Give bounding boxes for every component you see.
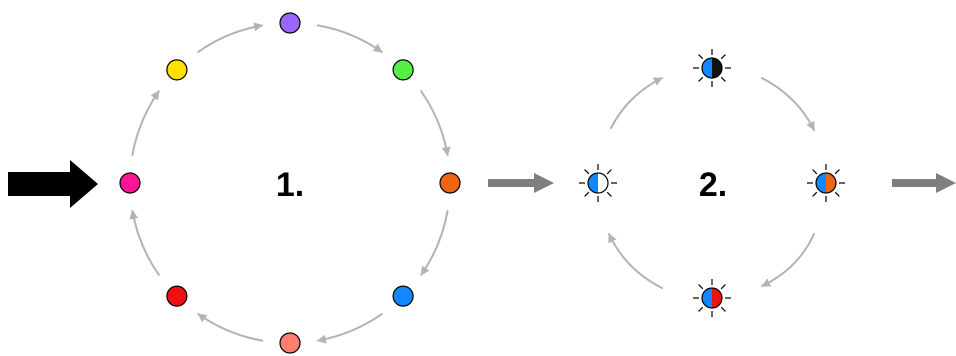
cycle1-arrow [420,90,451,157]
sun-ray [720,306,726,312]
sun-ray [812,191,818,197]
cycle1-node-red [166,285,188,307]
node-left-half [702,288,712,308]
sun-ray [584,169,590,175]
cycle1-nodes [119,12,461,354]
cycle2-arrow-top-to-right [761,77,815,131]
cycle2-arrow-left-to-top [610,77,663,129]
sun-ray [812,169,818,175]
cycle1-node-purple [279,12,301,34]
cycle1-arrow [420,209,449,276]
step-label-2: 2. [699,166,727,204]
link-arrow-2-next [892,173,956,193]
node-right-half [598,173,608,193]
cycle2-arrow-right-to-bottom [761,233,815,287]
cycle1-arrows [129,22,451,344]
cycle1-node-salmon [279,332,301,354]
sun-ray [698,54,704,60]
sun-ray [698,284,704,290]
link-arrow-1-2 [488,173,554,193]
cycle1-node-orange [439,172,461,194]
cycle2-arrows [608,77,815,289]
sun-ray [720,284,726,290]
cycle1-arrow [316,24,383,53]
cycle1-arrow [316,313,383,344]
cycle1-node-green [392,59,414,81]
cycle1-arrow [197,22,264,53]
cycle1-arrow [129,209,160,276]
sun-ray [606,169,612,175]
cycle1-arrow [131,90,160,157]
node-outline [701,287,723,309]
node-right-half [712,288,722,308]
cycle1-node-blue [392,285,414,307]
sun-ray [720,76,726,82]
cycle2-nodes [579,49,845,317]
sun-ray [834,169,840,175]
cycle1-arrow [197,313,264,342]
sun-ray [606,191,612,197]
sun-ray [584,191,590,197]
step-label-1: 1. [276,166,304,204]
sun-ray [720,54,726,60]
node-outline [815,172,837,194]
cycle2-node-blue-black [693,49,731,87]
sun-ray [698,306,704,312]
node-right-half [826,173,836,193]
cycle2-node-blue-red [693,279,731,317]
node-left-half [702,58,712,78]
sun-ray [698,76,704,82]
cycle2-node-blue-orange [807,164,845,202]
node-outline [587,172,609,194]
cycle2-arrow-bottom-to-left [608,233,663,289]
cycle1-node-magenta [119,172,141,194]
node-left-half [588,173,598,193]
node-right-half [712,58,722,78]
node-outline [701,57,723,79]
cycle1-node-yellow [166,59,188,81]
cycle2-node-blue-white [579,164,617,202]
input-arrow [8,160,98,208]
node-left-half [816,173,826,193]
sun-ray [834,191,840,197]
